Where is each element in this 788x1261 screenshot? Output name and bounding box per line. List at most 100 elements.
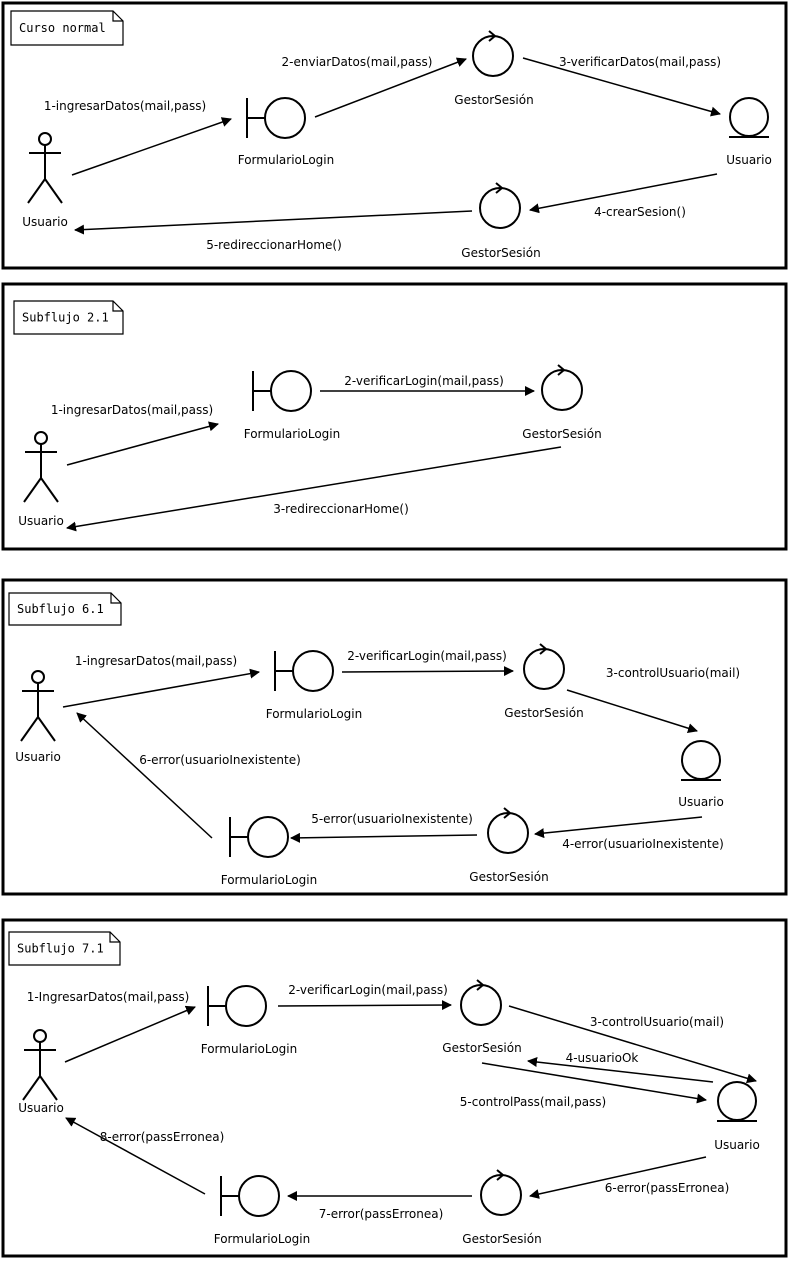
- message-arrow: [76, 712, 213, 839]
- node-label: GestorSesión: [504, 706, 583, 720]
- formulariologin-boundary-icon: [246, 97, 306, 139]
- gestorsesión-control-icon: [460, 979, 502, 1026]
- message-label: 7-error(passErronea): [319, 1207, 444, 1221]
- message-label: 2-enviarDatos(mail,pass): [282, 55, 433, 69]
- node-label: GestorSesión: [461, 246, 540, 260]
- message-label: 3-controlUsuario(mail): [590, 1015, 724, 1029]
- panel-frame: [1, 918, 788, 1258]
- message-arrow: [71, 117, 232, 176]
- message-arrow: [566, 689, 698, 734]
- message-2: 2-verificarLogin(mail,pass): [341, 649, 514, 677]
- node-subflujo-7-1-u1: Usuario: [18, 1029, 64, 1115]
- message-8: 8-error(passErronea): [65, 1117, 224, 1195]
- message-arrow: [74, 210, 473, 235]
- panel-frame: [1, 1, 788, 270]
- message-label: 6-error(usuarioInexistente): [139, 753, 301, 767]
- node-label: Usuario: [22, 215, 68, 229]
- message-2: 2-enviarDatos(mail,pass): [282, 55, 467, 118]
- node-subflujo-7-1-e1: Usuario: [714, 1081, 760, 1152]
- node-label: FormularioLogin: [214, 1232, 311, 1246]
- message-arrow: [341, 666, 514, 677]
- message-label: 3-controlUsuario(mail): [606, 666, 740, 680]
- node-label: Usuario: [714, 1138, 760, 1152]
- usuario-actor-icon: [22, 1029, 58, 1101]
- node-subflujo-6-1-f1: FormularioLogin: [266, 650, 362, 721]
- node-label: Usuario: [726, 153, 772, 167]
- message-6: 6-error(passErronea): [529, 1156, 729, 1199]
- message-3: 3-controlUsuario(mail): [566, 666, 740, 734]
- message-label: 1-IngresarDatos(mail,pass): [27, 990, 190, 1004]
- message-3: 3-redireccionarHome(): [66, 446, 562, 532]
- panel-title: Curso normal: [19, 21, 106, 35]
- usuario-actor-icon: [27, 132, 63, 204]
- message-arrow: [314, 57, 467, 118]
- message-1: 1-ingresarDatos(mail,pass): [44, 99, 232, 176]
- node-label: GestorSesión: [522, 427, 601, 441]
- message-1: 1-IngresarDatos(mail,pass): [27, 990, 196, 1063]
- gestorsesión-control-icon: [541, 364, 583, 411]
- panel-title-tag: Subflujo 7.1: [8, 931, 121, 966]
- node-label: FormularioLogin: [244, 427, 341, 441]
- message-label: 2-verificarLogin(mail,pass): [347, 649, 507, 663]
- gestorsesión-control-icon: [479, 182, 521, 229]
- node-label: FormularioLogin: [221, 873, 318, 887]
- node-subflujo-6-1-f2: FormularioLogin: [221, 816, 318, 887]
- message-label: 4-crearSesion(): [594, 205, 686, 219]
- message-label: 4-usuarioOk: [566, 1051, 639, 1065]
- node-subflujo-7-1-g2: GestorSesión: [462, 1169, 542, 1246]
- message-arrow: [529, 1156, 707, 1199]
- node-subflujo-7-1-f2: FormularioLogin: [214, 1175, 311, 1246]
- message-arrow: [66, 421, 219, 466]
- message-arrow: [534, 816, 703, 839]
- node-label: Usuario: [15, 750, 61, 764]
- node-curso-normal-f1: FormularioLogin: [238, 97, 334, 167]
- message-label: 5-controlPass(mail,pass): [460, 1095, 606, 1109]
- panel-curso-normal: Curso normalUsuarioFormularioLoginGestor…: [1, 1, 788, 270]
- message-arrow: [529, 173, 718, 214]
- node-label: Usuario: [18, 514, 64, 528]
- message-label: 2-verificarLogin(mail,pass): [288, 983, 448, 997]
- message-arrow: [481, 1062, 707, 1104]
- message-arrow: [508, 1005, 757, 1084]
- usuario-actor-icon: [23, 431, 59, 503]
- message-arrow: [64, 1005, 196, 1063]
- usuario-entity-icon: [681, 740, 721, 781]
- node-label: GestorSesión: [462, 1232, 541, 1246]
- message-arrow: [290, 832, 478, 843]
- node-curso-normal-g1: GestorSesión: [454, 30, 534, 107]
- message-label: 5-error(usuarioInexistente): [311, 812, 473, 826]
- node-label: FormularioLogin: [201, 1042, 298, 1056]
- message-arrow: [66, 446, 562, 532]
- message-7: 7-error(passErronea): [287, 1191, 472, 1221]
- message-label: 1-ingresarDatos(mail,pass): [51, 403, 213, 417]
- message-label: 1-ingresarDatos(mail,pass): [44, 99, 206, 113]
- panel-title-tag: Subflujo 2.1: [13, 300, 124, 335]
- message-label: 1-ingresarDatos(mail,pass): [75, 654, 237, 668]
- message-5: 5-controlPass(mail,pass): [460, 1062, 707, 1109]
- node-subflujo-6-1-u1: Usuario: [15, 670, 61, 764]
- gestorsesión-control-icon: [472, 30, 514, 77]
- message-1: 1-ingresarDatos(mail,pass): [62, 654, 260, 708]
- gestorsesión-control-icon: [487, 807, 529, 854]
- node-subflujo-2-1-g1: GestorSesión: [522, 364, 602, 441]
- message-4: 4-usuarioOk: [527, 1051, 714, 1083]
- panel-frame: [1, 282, 788, 551]
- panel-title-tag: Subflujo 6.1: [8, 592, 122, 626]
- usuario-actor-icon: [20, 670, 56, 742]
- panel-title-tag: Curso normal: [10, 10, 124, 46]
- message-label: 5-redireccionarHome(): [206, 238, 342, 252]
- message-arrow: [65, 1117, 206, 1195]
- node-subflujo-6-1-g2: GestorSesión: [469, 807, 549, 884]
- message-3: 3-controlUsuario(mail): [508, 1005, 757, 1084]
- node-curso-normal-g2: GestorSesión: [461, 182, 541, 260]
- node-label: GestorSesión: [469, 870, 548, 884]
- message-5: 5-redireccionarHome(): [74, 210, 473, 252]
- formulariologin-boundary-icon: [229, 816, 289, 858]
- formulariologin-boundary-icon: [220, 1175, 280, 1217]
- message-5: 5-error(usuarioInexistente): [290, 812, 478, 843]
- message-4: 4-crearSesion(): [529, 173, 718, 219]
- usuario-entity-icon: [717, 1081, 757, 1122]
